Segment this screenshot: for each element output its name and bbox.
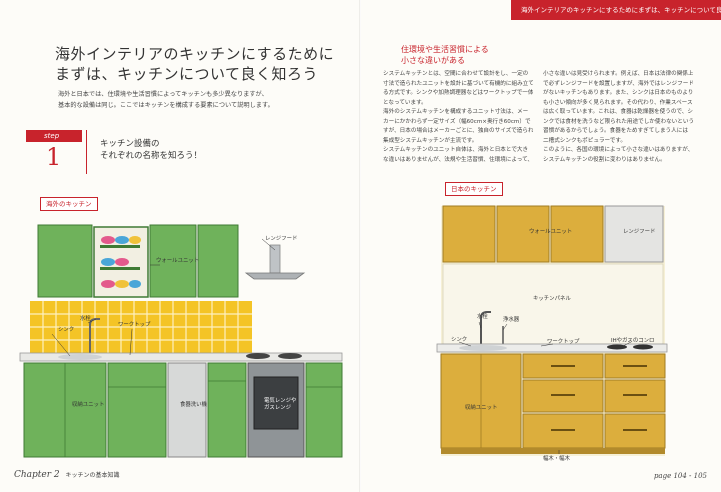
- dishwasher-annotation: 食器洗い機: [180, 402, 207, 408]
- spine-gutter: [359, 0, 362, 492]
- wall-cabinet: [496, 205, 550, 263]
- storage-unit-annotation: 収納ユニット: [72, 402, 105, 408]
- kitchen-panel: [442, 263, 664, 345]
- water-filter-annotation: 浄水器: [503, 317, 520, 323]
- intro-paragraph: 海外と日本では、住環境や生活習慣によってキッチンも多少異なりますが、 基本的な設…: [58, 90, 308, 111]
- chapter-number: Chapter 2: [14, 470, 60, 480]
- bowl: [129, 236, 141, 244]
- body-line: このように、各国の環境によって小さな違いはありますが、: [543, 147, 693, 153]
- range-hood: [604, 205, 664, 263]
- range-hood: [244, 272, 306, 280]
- title-line-2: まずは、キッチンについて良く知ろう: [55, 65, 319, 83]
- sink-annotation: シンク: [58, 327, 75, 333]
- step-tag: step: [26, 130, 82, 142]
- intro-line: 海外と日本では、住環境や生活習慣によってキッチンも多少異なりますが、: [58, 91, 268, 98]
- footer-chapter: Chapter 2 キッチンの基本知識: [14, 470, 120, 480]
- bowl: [115, 258, 129, 266]
- step-heading: キッチン設備の それぞれの名称を知ろう！: [100, 138, 202, 162]
- step-heading-line: それぞれの名称を知ろう！: [100, 151, 203, 161]
- wall-cabinet: [442, 205, 496, 263]
- dishwasher: [167, 362, 207, 458]
- faucet: [480, 311, 491, 344]
- footer-page-number: page 104 - 105: [653, 472, 707, 480]
- body-line: がないキッチンもあります。また、シンクは日本のものより: [543, 90, 693, 96]
- body-line: 集成型システムキッチンが主流です。: [383, 137, 478, 144]
- body-line: カーにかかわらず一定サイズ（幅60cm×奥行き60cm）で: [383, 118, 531, 125]
- overseas-kitchen-illustration: [18, 215, 343, 460]
- step-divider: [86, 130, 87, 174]
- wall-cabinet: [37, 224, 93, 298]
- bowl: [101, 236, 115, 244]
- wall-unit-annotation: ウォールユニット: [156, 258, 200, 264]
- body-line: る方式です。シンクや加熱調理器などはワークトップで一体: [383, 90, 533, 96]
- jp-faucet-annotation: 水栓: [477, 314, 488, 320]
- body-line: 小さな違いは見受けられます。例えば、日本は法律の関係上: [543, 71, 693, 77]
- wall-cabinet: [149, 224, 197, 298]
- right-page: 海外インテリアのキッチンにするためにまずは、キッチンについて良く知ろう 住環境や…: [361, 0, 721, 492]
- ih-stove-annotation: IHやガスのコンロ: [611, 338, 655, 344]
- body-column-2: 小さな違いは見受けられます。例えば、日本は法律の関係上 で必ずレンジフードを設置…: [543, 70, 693, 165]
- jp-sink-annotation: シンク: [451, 337, 468, 343]
- chapter-title: キッチンの基本知識: [65, 472, 120, 479]
- body-line: となっています。: [383, 99, 427, 106]
- body-line: すが、日本の場合はメーカーごとに、独自のサイズで造られた: [383, 128, 533, 134]
- kitchen-panel-annotation: キッチンパネル: [533, 296, 571, 302]
- step-heading-line: キッチン設備の: [100, 139, 160, 149]
- step-marker: step 1: [26, 130, 86, 174]
- body-line: で必ずレンジフードを設置しますが、海外ではレンジフード: [543, 80, 693, 87]
- wall-cabinet: [197, 224, 239, 298]
- subtitle-line: 住環境や生活習慣による: [401, 45, 489, 54]
- japanese-kitchen-label: 日本のキッチン: [445, 182, 503, 196]
- jp-worktop-annotation: ワークトップ: [547, 339, 580, 345]
- body-line: システムキッチンとは、空間に合わせて設計をし、一定の: [383, 71, 529, 77]
- japanese-kitchen-illustration: [436, 205, 668, 456]
- body-line: 寸法で造られたユニットを設計に基づいて有機的に組み立て: [383, 80, 533, 87]
- faucet-annotation: 水栓: [80, 316, 91, 322]
- bowl: [129, 280, 141, 288]
- body-line: システムキッチンのユニット自体は、海外と日本とで大き: [383, 147, 529, 153]
- jp-storage-unit-annotation: 収納ユニット: [465, 405, 498, 411]
- body-line: ンクでは食材を洗うなど限られた用途でしか使わないという: [543, 118, 693, 125]
- sink-basin: [58, 354, 102, 360]
- left-page: 海外インテリアのキッチンにするために まずは、キッチンについて良く知ろう 海外と…: [0, 0, 360, 492]
- worktop-annotation: ワークトップ: [118, 322, 151, 328]
- worktop: [19, 352, 343, 362]
- title-line-1: 海外インテリアのキッチンにするために: [55, 45, 335, 63]
- body-line: は広く取っています。これは、食器は乾燥器を使うので、シ: [543, 109, 693, 115]
- body-line: も小さい傾向が多く見られます。その代わり、作業スペース: [543, 99, 693, 106]
- plinth-annotation: 幅木・幅木: [543, 456, 570, 462]
- body-line: 海外のシステムキッチンを構成するユニット寸法は、メー: [383, 109, 529, 115]
- oven-annotation: 電気レンジや ガスレンジ: [264, 398, 297, 411]
- wall-cabinet: [550, 205, 604, 263]
- page-title: 海外インテリアのキッチンにするために まずは、キッチンについて良く知ろう: [55, 44, 335, 84]
- subtitle-line: 小さな違いがある: [401, 56, 465, 65]
- sink-basin: [459, 345, 507, 351]
- bowl: [101, 258, 115, 266]
- body-column-1: システムキッチンとは、空間に合わせて設計をし、一定の 寸法で造られたユニットを設…: [383, 70, 533, 165]
- bowl: [101, 280, 115, 288]
- body-line: 二槽式シンクもポピュラーです。: [543, 137, 627, 144]
- intro-line: 基本的な設備は同じ。ここではキッチンを構成する要素について説明します。: [58, 101, 274, 109]
- jp-range-hood-annotation: レンジフード: [623, 229, 656, 235]
- jp-wall-unit-annotation: ウォールユニット: [529, 229, 573, 235]
- running-head: 海外インテリアのキッチンにするためにまずは、キッチンについて良く知ろう: [511, 0, 721, 20]
- bowl: [115, 236, 129, 244]
- body-line: 習慣があるからでしょう。食器をためすぎてしまう人には: [543, 128, 688, 134]
- tile-backsplash: [30, 301, 252, 353]
- body-line: システムキッチンの役割に変わりはありません。: [543, 156, 666, 163]
- section-subtitle: 住環境や生活習慣による 小さな違いがある: [401, 44, 489, 66]
- range-hood-annotation: レンジフード: [265, 236, 298, 242]
- step-number: 1: [46, 143, 62, 171]
- bowl: [115, 280, 129, 288]
- plinth: [441, 448, 665, 454]
- overseas-kitchen-label: 海外のキッチン: [40, 197, 98, 211]
- body-line: な違いはありませんが、法規や生活習慣、住環境によって、: [383, 156, 533, 163]
